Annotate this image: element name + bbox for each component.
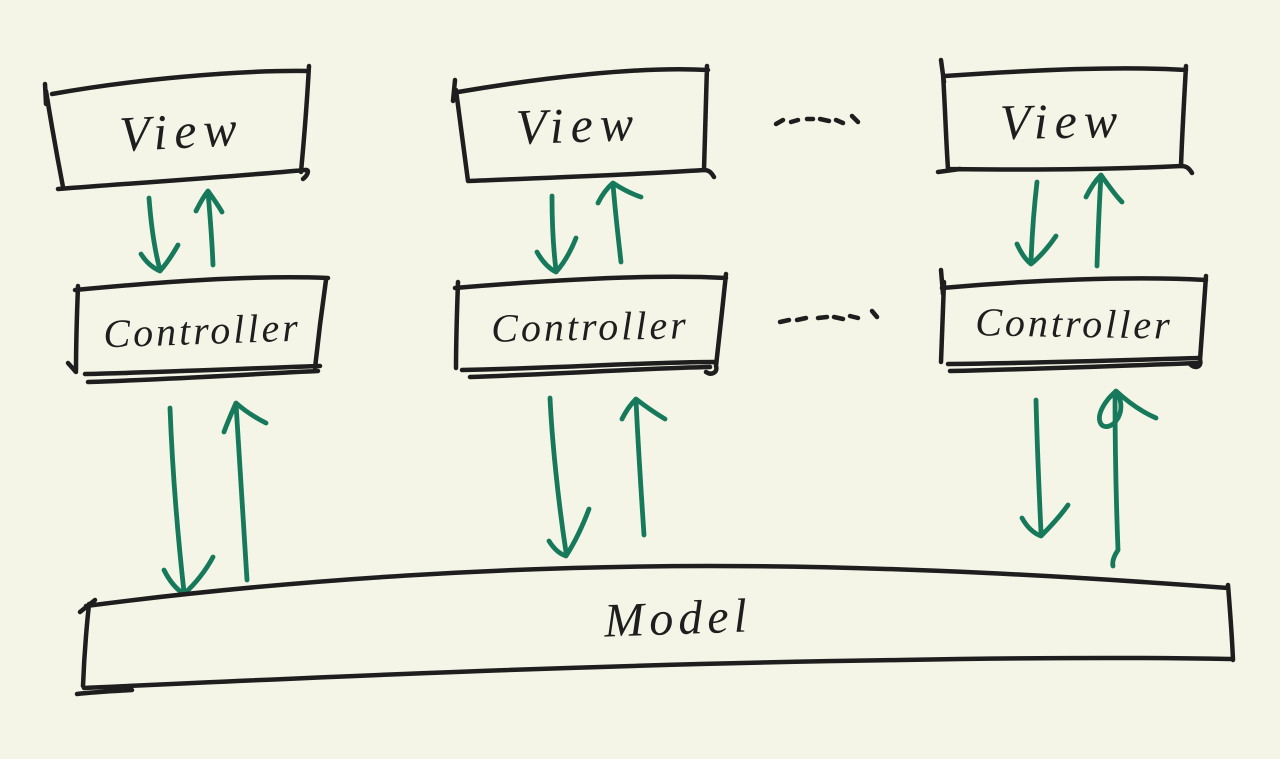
controller-box-1: Controller <box>65 275 331 385</box>
controller-box-3-outline <box>938 267 1209 374</box>
controller-box-3-label: Controller <box>975 299 1173 347</box>
arrow-controller2-to-view2 <box>595 180 644 265</box>
view-box-1-label: View <box>118 100 245 162</box>
arrow-model-to-controller2 <box>619 396 668 538</box>
model-box-label: Model <box>602 589 752 647</box>
arrow-view3-to-controller3 <box>1014 179 1059 267</box>
controller-box-1-outline <box>65 275 331 385</box>
controller-box-1-label: Controller <box>103 305 302 357</box>
controller-box-2-outline <box>452 271 729 380</box>
arrow-controller2-to-model <box>546 395 592 559</box>
model-box: Model <box>74 563 1236 697</box>
arrow-controller1-to-view1 <box>193 188 225 268</box>
view-box-2-label: View <box>515 95 641 155</box>
controller-box-3: Controller <box>938 267 1209 374</box>
view-box-2: View <box>450 63 717 184</box>
view-box-3: View <box>935 57 1195 176</box>
model-box-outline <box>74 563 1236 697</box>
view-box-1-outline <box>42 63 312 192</box>
view-box-2-outline <box>450 63 717 184</box>
ellipsis-dots-top-icon <box>773 113 861 127</box>
view-box-3-outline <box>935 57 1195 176</box>
arrow-controller3-to-model <box>1019 397 1071 539</box>
view-box-3-label: View <box>999 92 1124 150</box>
ellipsis-dots-middle-icon <box>777 308 880 325</box>
controller-box-2-label: Controller <box>491 302 689 350</box>
arrow-view2-to-controller2 <box>534 193 579 275</box>
controller-box-2: Controller <box>452 271 729 380</box>
arrow-model-to-controller3 <box>1097 388 1159 569</box>
view-box-1: View <box>42 63 312 192</box>
arrow-controller3-to-view3 <box>1083 172 1125 269</box>
arrow-model-to-controller1 <box>221 400 269 583</box>
arrow-view1-to-controller1 <box>138 195 181 274</box>
